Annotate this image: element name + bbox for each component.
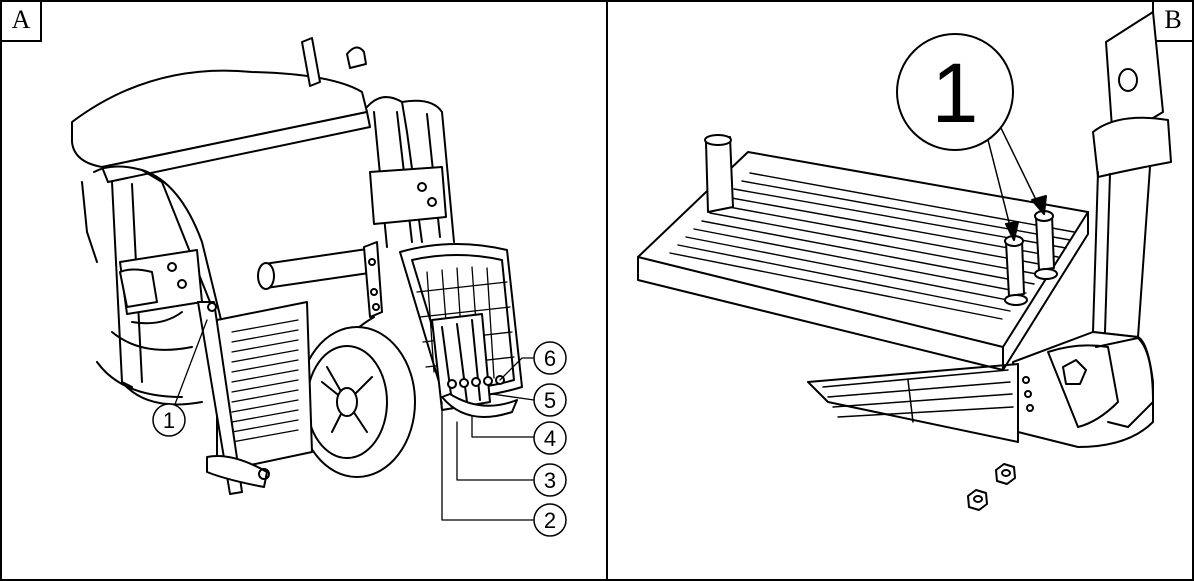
callout-5 [533,383,567,417]
callout-1-label: 1 [163,408,175,433]
panel-a-callouts: 1 2 3 4 5 6 [152,341,567,537]
panel-a: A [0,0,608,581]
callout-1 [152,403,186,437]
callout-6 [533,341,567,375]
panel-b-callouts: 1 [896,33,1014,151]
nut-1 [995,463,1016,485]
bolt-2 [1034,210,1058,280]
panel-b: B [606,0,1194,581]
callout-large-1-label: 1 [932,46,979,140]
callout-4-label: 4 [544,426,556,451]
callout-4 [533,421,567,455]
callout-3 [533,463,567,497]
callout-2-label: 2 [544,508,556,533]
bolt-1 [1004,235,1028,306]
callout-6-label: 6 [544,346,556,371]
callout-5-label: 5 [544,388,556,413]
nut-2 [967,489,988,511]
wheelchair-footrest-drawing [71,37,535,521]
seat [71,69,368,168]
panel-a-label: A [2,2,42,42]
callout-large-1 [896,33,1014,151]
callout-3-label: 3 [544,468,556,493]
footplate-detail-drawing [637,11,1172,511]
callout-2 [533,503,567,537]
